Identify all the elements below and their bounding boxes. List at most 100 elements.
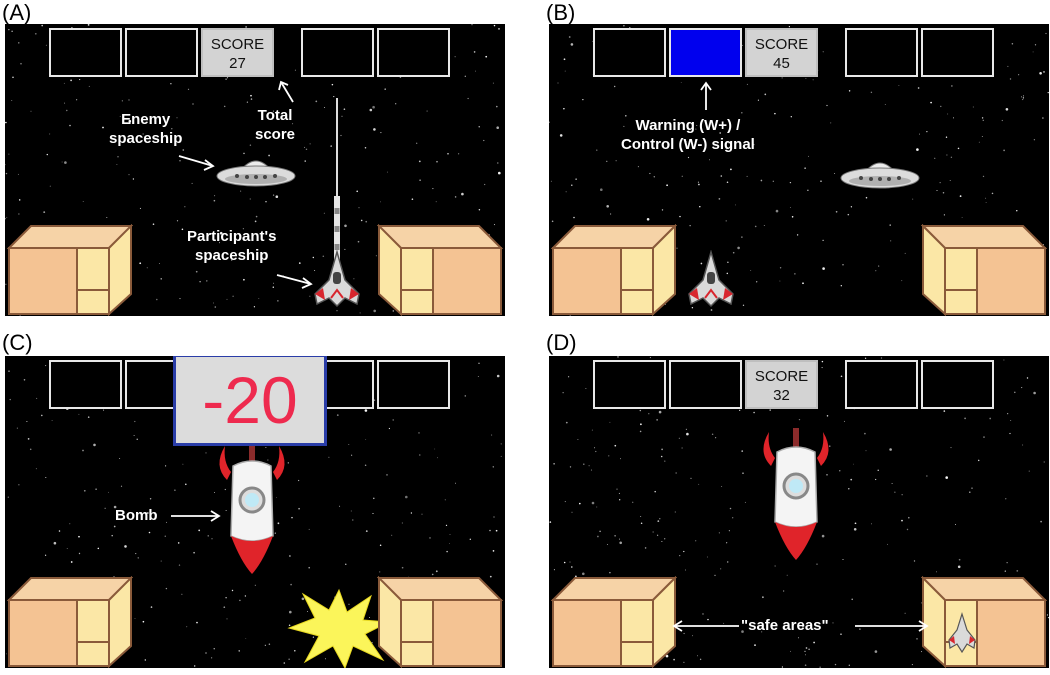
star bbox=[689, 225, 691, 227]
star bbox=[187, 88, 190, 90]
star bbox=[569, 561, 571, 563]
star bbox=[639, 409, 642, 412]
star bbox=[829, 445, 831, 447]
star bbox=[557, 82, 559, 84]
star bbox=[1005, 108, 1009, 111]
star bbox=[864, 432, 866, 435]
star bbox=[656, 534, 659, 536]
star bbox=[550, 180, 552, 182]
star bbox=[978, 141, 980, 143]
crate-icon bbox=[921, 224, 1047, 316]
star bbox=[87, 24, 90, 26]
star bbox=[225, 596, 227, 599]
star bbox=[249, 198, 251, 200]
star bbox=[761, 631, 763, 633]
star bbox=[692, 635, 694, 637]
star bbox=[735, 204, 737, 206]
star bbox=[64, 161, 67, 164]
star bbox=[606, 205, 609, 208]
star bbox=[878, 265, 880, 267]
star bbox=[726, 272, 729, 275]
star bbox=[842, 264, 844, 266]
star bbox=[957, 147, 960, 150]
star bbox=[942, 191, 945, 194]
star bbox=[884, 104, 886, 105]
star bbox=[783, 590, 785, 592]
star bbox=[372, 512, 374, 515]
star bbox=[940, 105, 942, 108]
star bbox=[549, 521, 552, 523]
star bbox=[982, 119, 984, 121]
star bbox=[350, 510, 352, 512]
star bbox=[225, 510, 227, 512]
star bbox=[741, 236, 743, 238]
star bbox=[103, 409, 105, 411]
star bbox=[739, 409, 741, 411]
star bbox=[842, 558, 844, 561]
star bbox=[1011, 42, 1014, 45]
star bbox=[571, 184, 573, 187]
star bbox=[392, 310, 395, 312]
star bbox=[287, 462, 289, 464]
star bbox=[614, 85, 616, 88]
star bbox=[573, 216, 575, 219]
star bbox=[117, 156, 119, 158]
star bbox=[166, 521, 168, 523]
star bbox=[7, 496, 9, 498]
star bbox=[804, 167, 806, 169]
star bbox=[5, 172, 8, 175]
star bbox=[848, 90, 851, 92]
star bbox=[1040, 520, 1042, 523]
panel-label-d: (D) bbox=[546, 330, 577, 355]
star bbox=[763, 225, 765, 226]
warning-signal-box bbox=[669, 28, 742, 77]
star bbox=[239, 599, 241, 602]
star bbox=[149, 498, 152, 500]
hud-slot-2 bbox=[669, 360, 742, 409]
star bbox=[40, 414, 43, 417]
star bbox=[977, 459, 980, 462]
star bbox=[308, 528, 310, 530]
star bbox=[775, 209, 779, 213]
star bbox=[16, 427, 18, 429]
star bbox=[179, 298, 181, 300]
star bbox=[681, 175, 683, 177]
star bbox=[807, 155, 809, 157]
star bbox=[640, 516, 642, 517]
star bbox=[418, 160, 421, 163]
game-screen-d: SCORE 32 "safe areas" bbox=[549, 356, 1049, 668]
star bbox=[276, 497, 277, 498]
star bbox=[1042, 117, 1044, 119]
hud-slot-4 bbox=[845, 28, 918, 77]
star bbox=[954, 523, 957, 526]
star bbox=[18, 213, 20, 215]
score-value: 45 bbox=[773, 55, 790, 72]
star bbox=[489, 575, 492, 578]
star bbox=[137, 557, 139, 559]
star bbox=[20, 62, 22, 65]
star bbox=[444, 499, 446, 501]
star bbox=[322, 255, 325, 257]
star bbox=[11, 99, 13, 102]
star bbox=[969, 491, 971, 493]
star bbox=[348, 444, 350, 445]
star bbox=[139, 262, 142, 265]
star bbox=[563, 108, 565, 110]
crate-icon bbox=[7, 224, 133, 316]
star bbox=[496, 126, 500, 129]
star bbox=[380, 132, 382, 134]
star bbox=[304, 146, 306, 148]
star bbox=[193, 551, 195, 554]
star bbox=[802, 282, 804, 285]
star bbox=[283, 662, 286, 664]
star bbox=[434, 448, 436, 450]
star bbox=[388, 427, 391, 430]
star bbox=[274, 532, 276, 534]
star bbox=[681, 447, 683, 449]
star bbox=[901, 494, 903, 496]
star bbox=[1033, 139, 1036, 141]
star bbox=[656, 419, 658, 421]
star bbox=[160, 278, 162, 280]
star bbox=[18, 199, 21, 201]
star bbox=[18, 484, 20, 486]
